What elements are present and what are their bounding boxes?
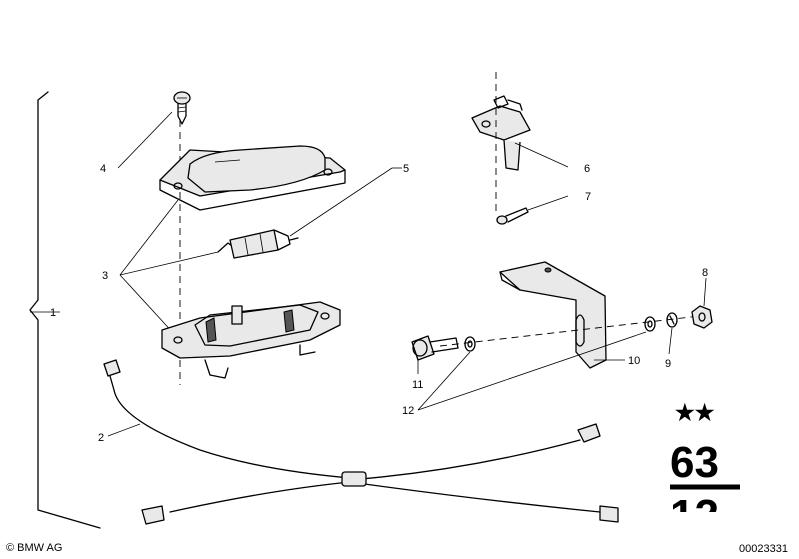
group-sub-number: 12 — [670, 491, 719, 540]
leader-line-8 — [703, 277, 707, 307]
leader-line-4 — [117, 111, 173, 169]
leader-line-12b — [417, 331, 647, 411]
leader-line-5 — [289, 167, 393, 237]
callout-10: 10 — [628, 355, 640, 367]
callout-2: 2 — [98, 432, 104, 444]
leader-line-6 — [514, 142, 569, 168]
lamp-lens — [159, 145, 346, 211]
bolt-part-11 — [411, 335, 459, 361]
callout-1: 1 — [50, 307, 56, 319]
screw-part-4 — [173, 91, 191, 125]
callout-8: 8 — [702, 267, 708, 279]
leader-line-3a — [119, 199, 179, 276]
washer-part-12b — [644, 316, 656, 332]
leader-line-9 — [668, 327, 673, 355]
callout-3: 3 — [102, 270, 108, 282]
group-main-number: 63 — [670, 438, 719, 487]
lock-washer-part-9 — [666, 312, 678, 328]
assembly-bracket — [29, 91, 101, 529]
callout-11: 11 — [412, 379, 423, 391]
wiring-harness-part-2 — [103, 359, 619, 525]
callout-5: 5 — [403, 163, 409, 175]
callout-7: 7 — [585, 191, 591, 203]
leader-line-7 — [527, 195, 569, 211]
callout-4: 4 — [100, 163, 106, 175]
copyright-text: © BMW AG — [6, 542, 62, 554]
leader-line-3b — [119, 251, 219, 276]
leader-line-12a — [417, 351, 471, 411]
diagram-id: 00023331 — [739, 543, 788, 555]
switch-part-6 — [471, 95, 531, 171]
leader-line-3c — [119, 274, 177, 337]
bulb-part-5 — [217, 229, 299, 259]
callout-12: 12 — [402, 405, 414, 417]
lamp-base — [161, 301, 341, 379]
group-stars: ★★ — [675, 400, 715, 425]
washer-part-12a — [464, 336, 476, 352]
callout-9: 9 — [665, 358, 671, 370]
nut-part-8 — [691, 305, 713, 329]
screw-part-7 — [496, 207, 529, 225]
leader-line-2 — [107, 423, 141, 437]
fastener-axis — [439, 315, 701, 347]
group-sub-number-clip: 12 — [670, 491, 719, 540]
bracket-part-10 — [499, 261, 607, 369]
callout-6: 6 — [584, 163, 590, 175]
